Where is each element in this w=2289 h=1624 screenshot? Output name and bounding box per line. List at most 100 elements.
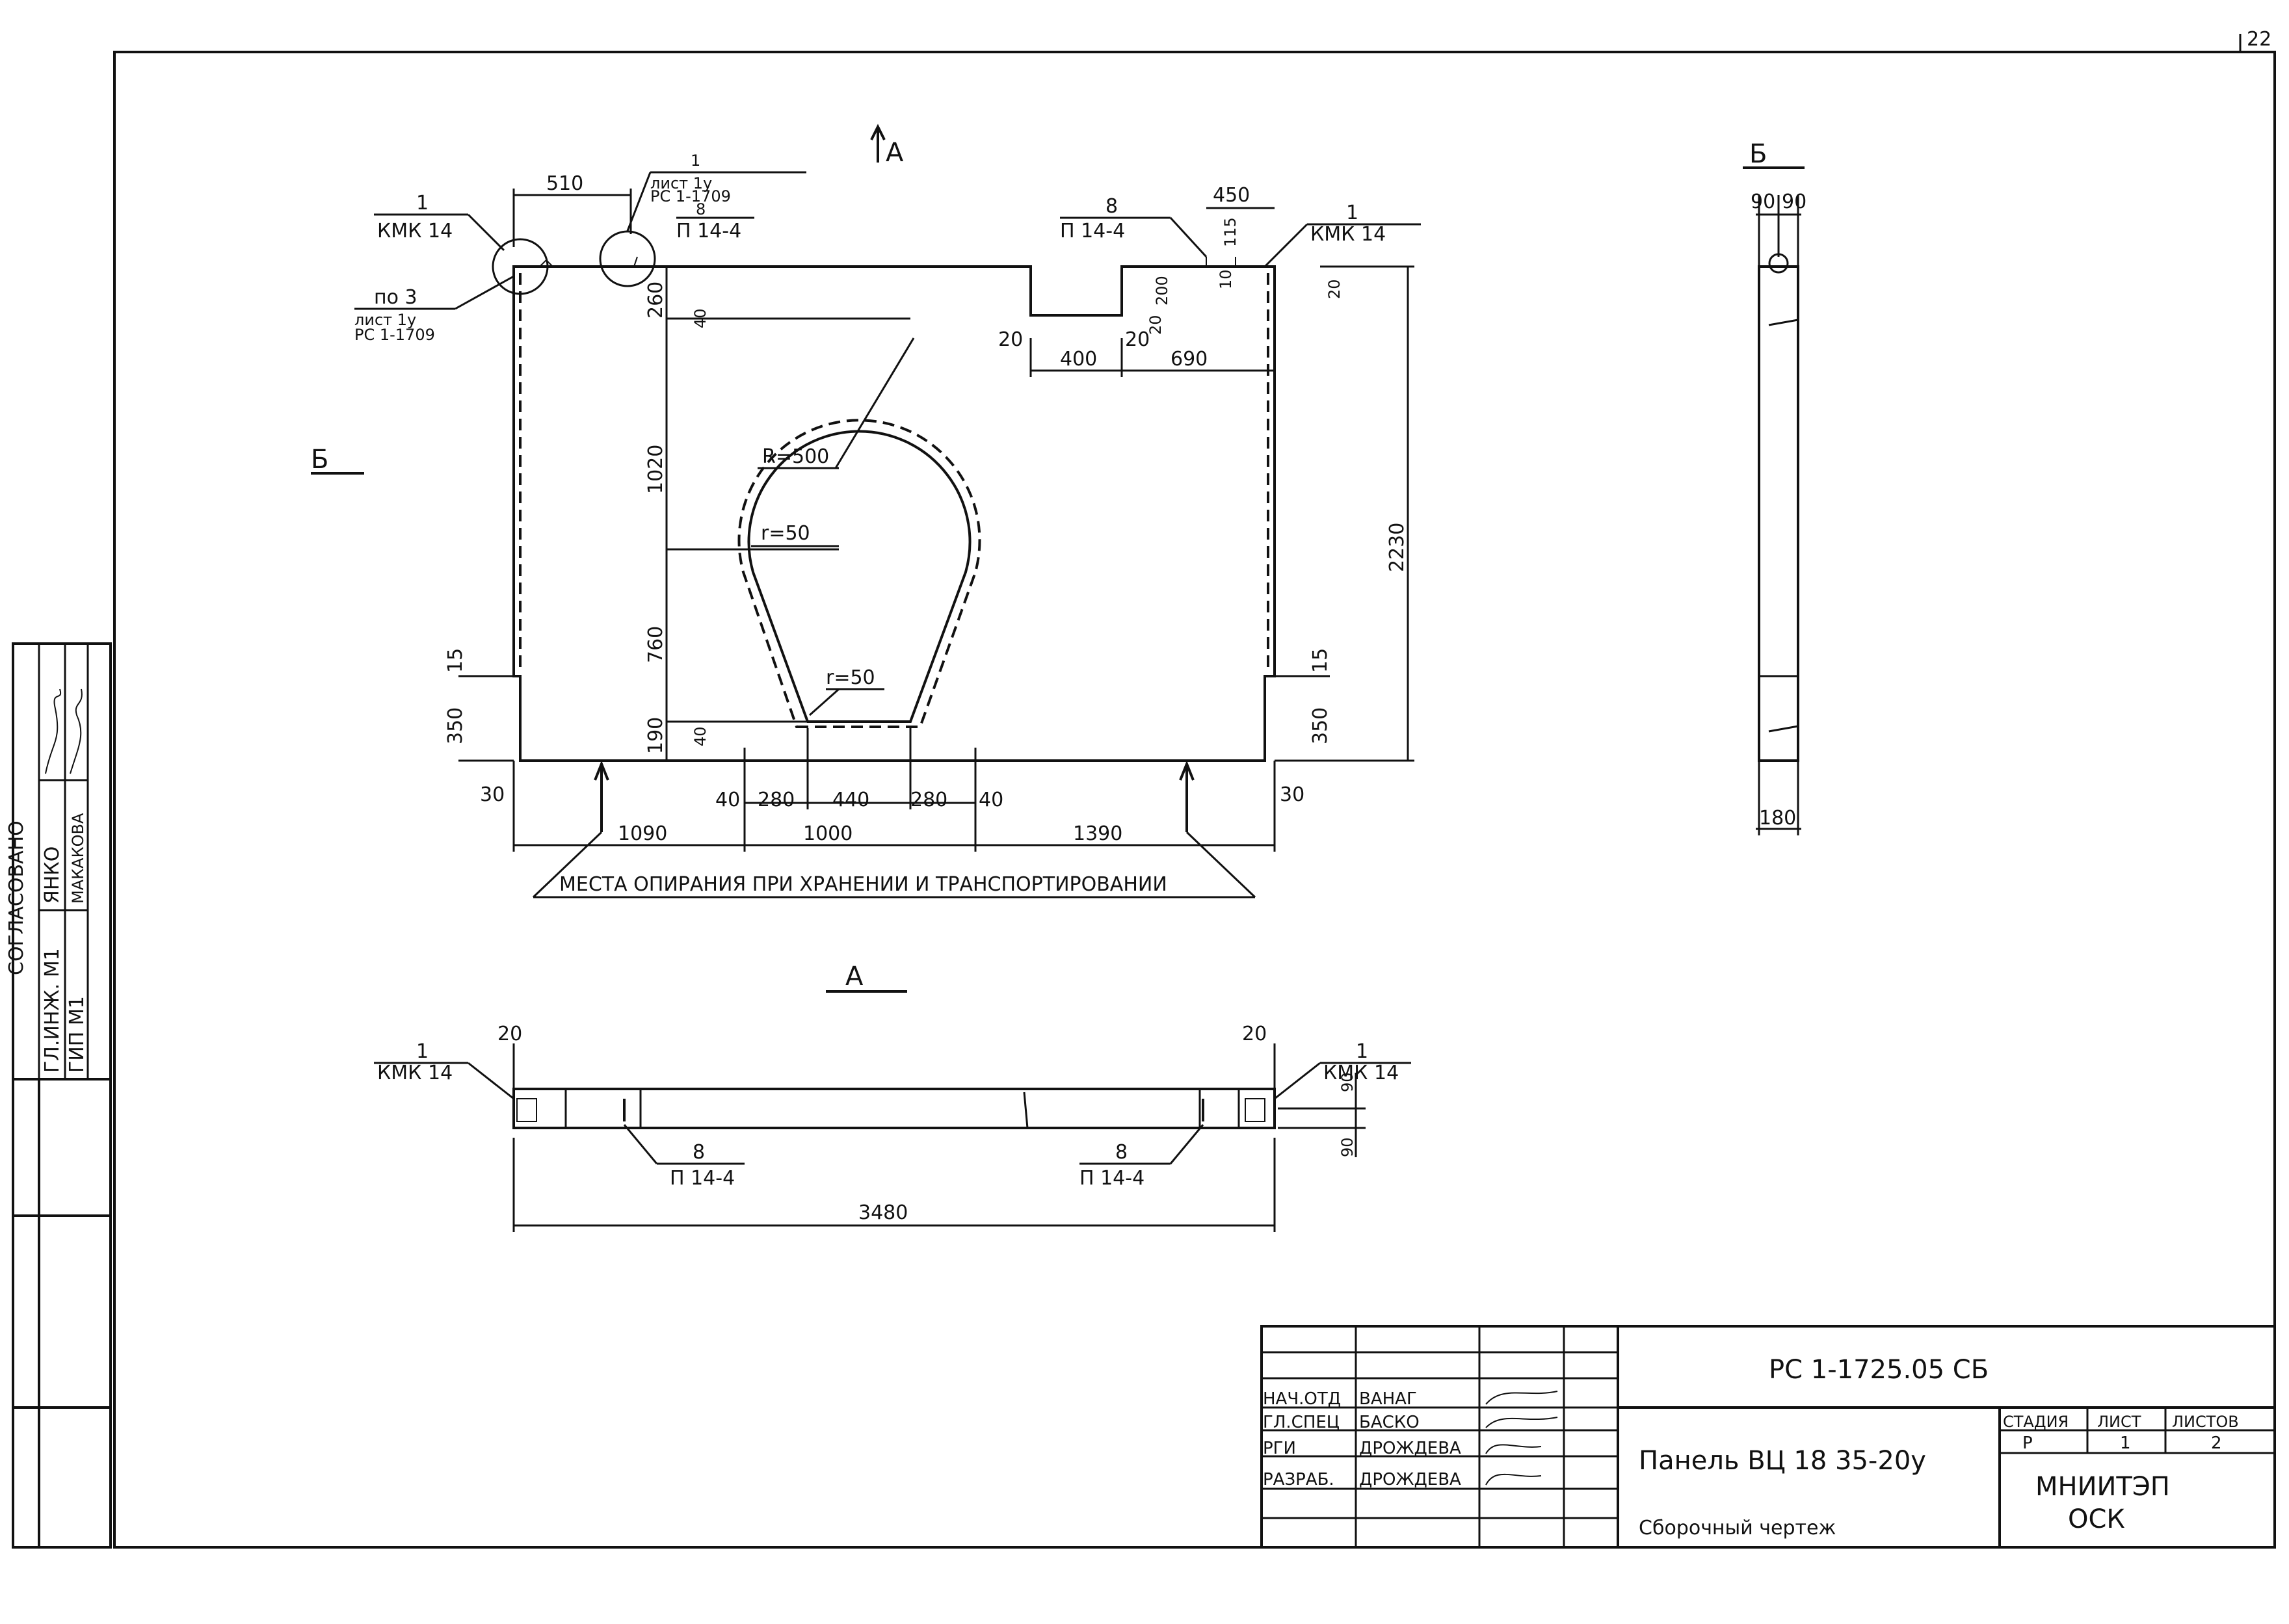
tb-name-3: ДРОЖДЕВА (1359, 1439, 1461, 1458)
tb-name-1: ВАНАГ (1359, 1389, 1417, 1409)
support-label: МЕСТА ОПИРАНИЯ ПРИ ХРАНЕНИИ И ТРАНСПОРТИ… (559, 873, 1167, 896)
dim-15a: 15 (444, 648, 467, 673)
main-elevation: А Б 510 450 115 10 200 20 20 20 20 400 6… (311, 124, 1421, 898)
tb-role-4: РАЗРАБ. (1263, 1470, 1334, 1489)
tb-sheet-header: ЛИСТ (2097, 1413, 2141, 1431)
dim-a-3480: 3480 (858, 1201, 908, 1224)
tb-signature-4 (1485, 1473, 1542, 1486)
kmk-left-code: КМК 14 (377, 220, 453, 242)
dim-a-20a: 20 (497, 1023, 522, 1045)
view-b: Б 90 90 180 (1743, 139, 1806, 835)
org-name: МНИИТЭП (2035, 1472, 2170, 1502)
a-p14-left-num: 8 (693, 1141, 705, 1164)
dim-40c: 40 (715, 789, 740, 811)
drawing-title: Панель ВЦ 18 35-20у (1639, 1446, 1926, 1476)
dim-190: 190 (644, 717, 667, 754)
a-kmk-left-code: КМК 14 (377, 1062, 453, 1084)
section-b-marker: Б (311, 445, 328, 475)
r50-b: r=50 (826, 666, 875, 689)
dim-400: 400 (1060, 348, 1097, 371)
dim-1000: 1000 (803, 822, 853, 845)
dim-760: 760 (644, 626, 667, 663)
dim-b-90a: 90 (1751, 190, 1775, 213)
dim-690: 690 (1171, 348, 1208, 371)
kmk-right-code: КМК 14 (1310, 223, 1386, 246)
dim-40b: 40 (691, 726, 709, 746)
dim-200: 200 (1153, 276, 1171, 306)
list1u-line1: лист 1у (650, 174, 712, 192)
list1u-line2: РС 1-1709 (650, 187, 731, 205)
dim-280a: 280 (758, 789, 795, 811)
dim-20b: 20 (1125, 328, 1150, 351)
stamp-role-2: ГИП М1 (66, 996, 88, 1073)
r500: R=500 (762, 445, 829, 468)
pos3-line1: лист 1у (354, 311, 416, 329)
dim-b-180: 180 (1759, 807, 1796, 830)
list1u-num: 1 (691, 151, 700, 170)
dim-115: 115 (1221, 217, 1239, 247)
dim-2230: 2230 (1386, 523, 1409, 572)
dim-40d: 40 (979, 789, 1003, 811)
a-kmk-right-code: КМК 14 (1323, 1062, 1399, 1084)
tb-sheet: 1 (2120, 1434, 2131, 1453)
dim-20d: 20 (1325, 279, 1343, 299)
tb-sheets: 2 (2211, 1434, 2222, 1453)
section-a-marker: А (886, 138, 904, 168)
dim-1090: 1090 (618, 822, 667, 845)
dim-280b: 280 (910, 789, 947, 811)
kmk-left-num: 1 (416, 192, 429, 215)
dim-15b: 15 (1309, 648, 1332, 673)
a-kmk-left-num: 1 (416, 1040, 429, 1063)
tb-stage: Р (2022, 1434, 2033, 1453)
tb-signature-3 (1485, 1444, 1542, 1454)
dim-450: 450 (1213, 184, 1250, 207)
side-stamp: СОГЛАСОВАНО ГЛ.ИНЖ. М1 ЯНКО ГИП М1 МАКАК… (5, 642, 112, 1549)
stamp-name-2: МАКАКОВА (69, 813, 87, 904)
dim-20a: 20 (998, 328, 1023, 351)
dim-a-90a: 90 (1338, 1072, 1356, 1092)
dim-1020: 1020 (644, 445, 667, 494)
sheet-frame (113, 51, 2276, 1549)
signature-2 (70, 688, 83, 774)
tb-name-2: БАСКО (1359, 1413, 1420, 1432)
stamp-name-1: ЯНКО (41, 846, 64, 904)
list1u-line4: П 14-4 (676, 220, 741, 242)
view-b-title: Б (1749, 139, 1767, 169)
dim-350b: 350 (1309, 707, 1332, 744)
org-dept: ОСК (2068, 1504, 2125, 1534)
dim-440: 440 (832, 789, 869, 811)
drawing-code: РС 1-1725.05 СБ (1769, 1355, 1989, 1385)
a-p14-left-code: П 14-4 (670, 1167, 735, 1190)
dim-30b: 30 (1280, 783, 1304, 806)
dim-510: 510 (546, 172, 583, 195)
tb-sheets-header: ЛИСТОВ (2172, 1413, 2239, 1431)
tb-role-1: НАЧ.ОТД (1263, 1389, 1341, 1409)
tb-stage-header: СТАДИЯ (2003, 1413, 2069, 1431)
dim-a-90b: 90 (1338, 1137, 1356, 1157)
dim-b-90b: 90 (1782, 190, 1806, 213)
drawing-subtitle: Сборочный чертеж (1639, 1517, 1836, 1539)
a-kmk-right-num: 1 (1356, 1040, 1368, 1063)
list1u-line3: 8 (696, 200, 706, 218)
r50-a: r=50 (761, 522, 810, 545)
p14-right-num: 8 (1105, 195, 1118, 218)
dim-30a: 30 (480, 783, 505, 806)
view-a: А 20 20 90 90 3480 1 КМК 14 1 КМК 14 (374, 962, 1411, 1232)
pos3-line2: РС 1-1709 (354, 326, 435, 344)
stamp-header: СОГЛАСОВАНО (5, 820, 28, 975)
dim-350a: 350 (444, 707, 467, 744)
tb-role-2: ГЛ.СПЕЦ (1263, 1413, 1340, 1432)
dim-1390: 1390 (1073, 822, 1122, 845)
sheet-number: 22 (2247, 28, 2271, 51)
dim-20c: 20 (1146, 315, 1165, 335)
a-p14-right-code: П 14-4 (1079, 1167, 1144, 1190)
dim-10: 10 (1217, 269, 1235, 289)
tb-role-3: РГИ (1263, 1439, 1296, 1458)
kmk-right-num: 1 (1346, 202, 1358, 224)
signature-1 (45, 688, 62, 774)
dim-260: 260 (644, 282, 667, 319)
pos3-num: по 3 (374, 286, 417, 309)
tb-signature-2 (1485, 1417, 1558, 1428)
tb-name-4: ДРОЖДЕВА (1359, 1470, 1461, 1489)
